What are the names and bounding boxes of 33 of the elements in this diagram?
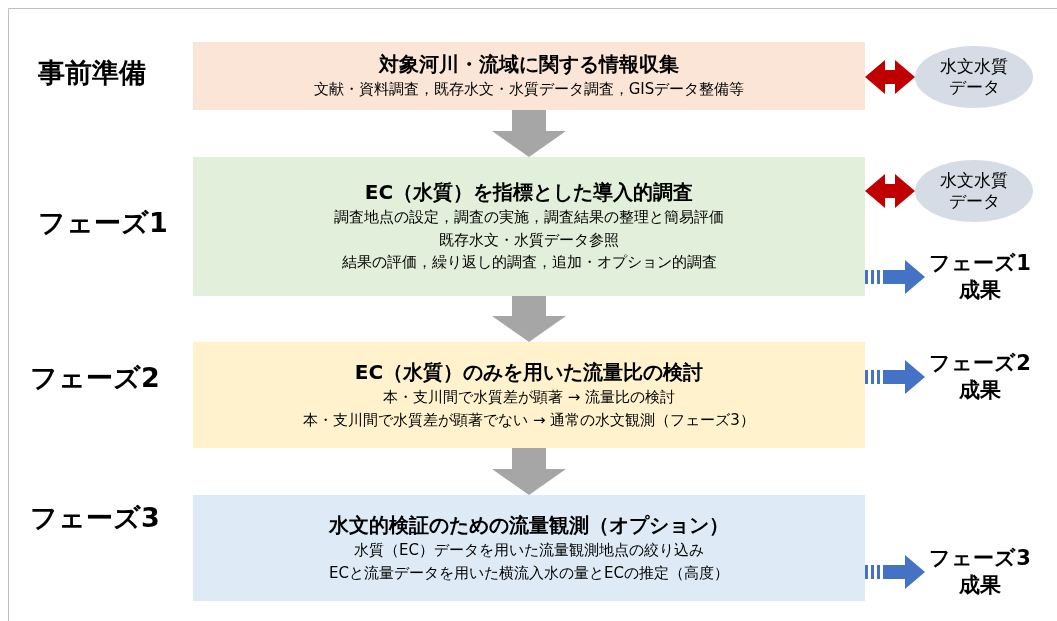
phase-label: フェーズ3 — [30, 501, 160, 535]
block-arrow — [492, 110, 566, 157]
box-heading: EC（水質）を指標とした導入的調査 — [364, 179, 694, 207]
block-arrow — [492, 296, 566, 342]
data-ellipse: 水文水質データ — [915, 46, 1033, 108]
block-arrow — [492, 448, 566, 495]
box-text: 水質（EC）データを用いた流量観測地点の絞り込み — [354, 540, 704, 561]
result-label: フェーズ3成果 — [925, 540, 1035, 604]
arrow — [865, 555, 925, 589]
process-box — [193, 342, 865, 448]
result-label: フェーズ2成果 — [925, 345, 1035, 409]
box-text: 本・支川間で水質差が顕著でない → 通常の水文観測（フェーズ3） — [303, 409, 755, 431]
box-text: 結果の評価，繰り返し的調査，追加・オプション的調査 — [341, 252, 717, 274]
data-ellipse: 水文水質データ — [915, 160, 1033, 222]
double-arrow — [865, 60, 915, 94]
arrow — [865, 260, 925, 294]
box-text: 本・支川間で水質差が顕著 → 流量比の検討 — [382, 387, 676, 408]
phase-label: フェーズ1 — [38, 206, 168, 240]
result-label: フェーズ1成果 — [925, 245, 1035, 309]
box-heading: 対象河川・流域に関する情報収集 — [379, 51, 679, 79]
box-text: 調査地点の設定，調査の実施，調査結果の整理と簡易評価 — [334, 207, 724, 229]
double-arrow — [865, 174, 915, 208]
box-text: ECと流量データを用いた横流入水の量とECの推定（高度） — [329, 562, 729, 584]
phase-label: フェーズ2 — [30, 361, 160, 395]
box-heading: EC（水質）のみを用いた流量比の検討 — [354, 359, 704, 386]
box-heading: 水文的検証のための流量観測（オプション） — [329, 512, 729, 539]
process-box — [193, 495, 865, 601]
box-text: 文献・資料調査，既存水文・水質データ調査，GISデータ整備等 — [313, 79, 745, 101]
box-text: 既存水文・水質データ参照 — [439, 229, 619, 251]
process-box — [193, 42, 865, 110]
arrow — [865, 360, 925, 394]
process-box — [193, 157, 865, 296]
phase-label: 事前準備 — [38, 56, 146, 90]
